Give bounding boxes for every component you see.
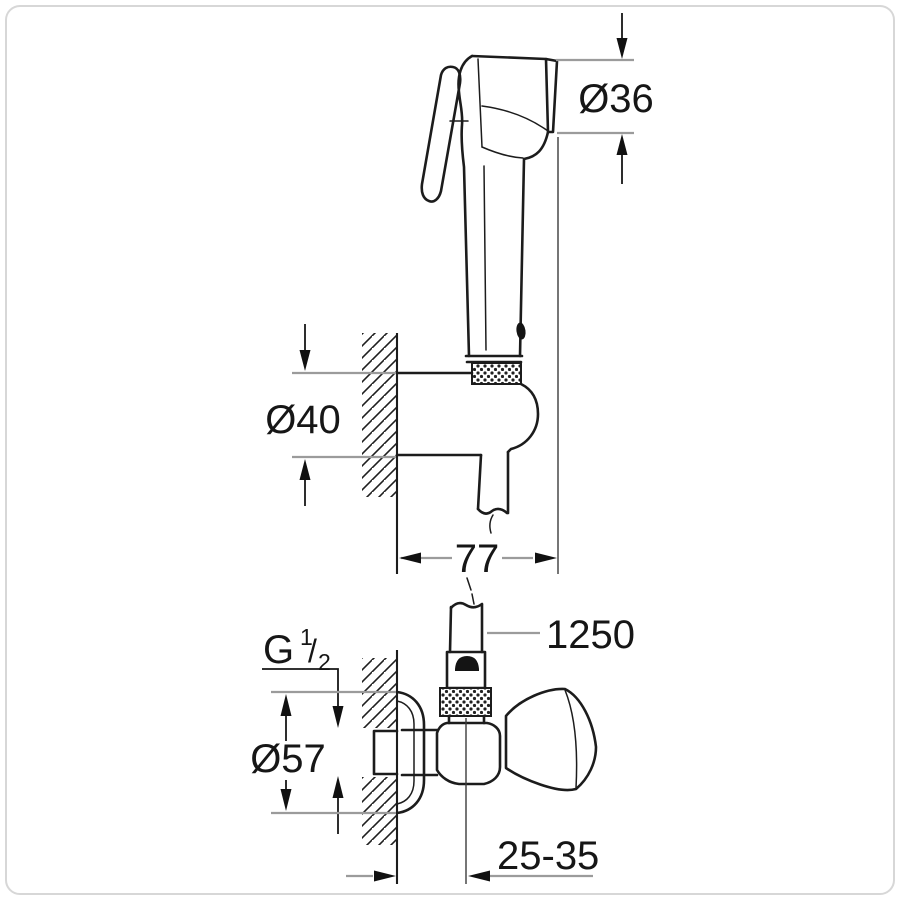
dim-escutcheon-diameter: Ø57 [250,690,396,815]
valve-handle [504,687,598,792]
dim40-extension-lines [292,371,396,459]
angle-valve [372,690,502,884]
dim36-label: Ø36 [578,77,654,121]
dim36-arrow-down [616,38,628,59]
dim-hose-length: 1250 [487,613,635,657]
wall-holder [395,371,540,534]
dim-head-diameter: Ø36 [556,13,654,184]
hose-continuation-dashes [466,577,475,605]
dim40-arrow-down [299,350,311,371]
escutcheon-outer [395,690,426,815]
dim-projection: 77 [399,137,559,581]
shower-neck-arc-lower [481,146,524,159]
dim2535-label: 25-35 [497,834,599,878]
knob-facet-line [564,689,578,789]
dim57-arrow-down [280,789,292,811]
hose-break-squiggle [489,514,494,534]
hose-outlet-break-line [476,507,509,515]
wall-hatching-upper [362,333,397,497]
hose-cone-mark [455,656,479,671]
shower-front-seam [477,58,483,148]
shower-neck-arc-upper [481,105,549,132]
wall-hatching-lower-bottom [362,777,397,845]
hose-break-line-lower [449,601,484,610]
shower-handle-seam [483,165,487,351]
thread-label: G 1 / 2 [263,624,331,675]
thread-arrow-up [332,776,344,798]
dim40-arrow-up [299,459,311,480]
dim77-arrow-left [399,552,421,564]
holder-front-bulge [506,382,540,454]
dim-holder-diameter: Ø40 [265,324,396,506]
wall-section-upper [362,333,399,574]
dim77-label: 77 [455,537,500,581]
dim2535-arrow-right [374,870,396,882]
shower-head-top-edge [470,54,548,61]
dim-wall-distance: 25-35 [346,834,599,882]
hose-left-edge [448,605,453,654]
wall-section-lower [362,650,399,884]
thread-leader-line [262,668,339,707]
valve-body [435,721,502,786]
dim40-label: Ø40 [265,398,341,442]
dim36-arrow-up [616,134,628,155]
knob-outline [504,687,598,792]
thread-arrow-down [332,706,344,728]
valve-inlet-pipe [400,728,439,777]
escutcheon-inner [396,700,415,805]
dim1250-label: 1250 [546,613,635,657]
handle-knurled-nut [471,362,522,385]
hand-shower [420,54,559,385]
trigger-lever [420,65,462,203]
dim77-arrow-right [535,552,557,564]
shower-hose [439,577,492,717]
handle-notch-mark [516,322,526,340]
hose-outlet-left [476,453,483,511]
dim2535-arrow-left [468,870,490,882]
dim57-arrow-up [280,694,292,716]
shower-spray-cap [544,57,559,134]
inlet-thread-in-wall [372,729,399,776]
dim36-extension-lines [556,58,634,135]
shower-right-profile [518,130,550,358]
dim57-extension-lines [271,690,396,815]
hose-knurled-nut [439,687,492,717]
dim57-label: Ø57 [250,737,326,781]
dim-thread-size: G 1 / 2 [262,624,344,834]
frame-border [5,5,895,895]
shower-left-profile [457,54,474,358]
